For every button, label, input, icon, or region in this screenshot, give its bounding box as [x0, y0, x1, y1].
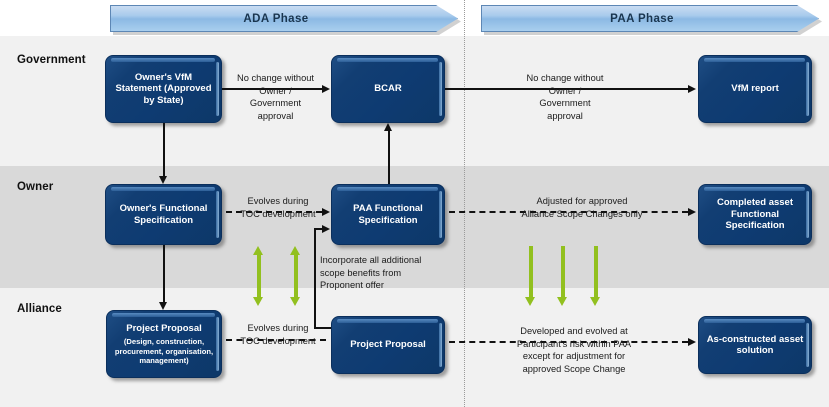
connector-own-func-to-proj-left — [163, 245, 165, 302]
node-title: Owner's Functional Specification — [112, 203, 215, 226]
arrowhead-own-func-to-proj-left — [159, 302, 167, 310]
arrowhead-paa-func-to-bcar — [384, 123, 392, 131]
ada-phase-banner[interactable]: ADA Phase — [110, 5, 458, 32]
green-arrowhead-down — [557, 297, 567, 306]
paa-phase-banner[interactable]: PAA Phase — [481, 5, 819, 32]
green-arrowhead-down — [590, 297, 600, 306]
edge-label-no-change-ada: No change without Owner / Government app… — [228, 72, 323, 122]
ada-phase-label: ADA Phase — [243, 13, 308, 25]
lane-label-government: Government — [17, 54, 86, 66]
green-arrow-stem — [257, 255, 261, 297]
green-arrowhead-up — [253, 246, 263, 255]
arrowhead-incorporate — [322, 225, 330, 233]
node-subtitle: (Design, construction, procurement, orga… — [113, 337, 215, 365]
node-vfm-report[interactable]: VfM report — [698, 55, 812, 123]
edge-label-evolves-alliance: Evolves during TOC development — [228, 322, 328, 347]
node-title: VfM report — [731, 83, 779, 95]
node-title: Owner's VfM Statement (Approved by State… — [112, 72, 215, 107]
node-project-proposal-paa[interactable]: Project Proposal — [331, 316, 445, 374]
green-arrowhead-down — [253, 297, 263, 306]
node-as-constructed-asset-solution[interactable]: As-constructed asset solution — [698, 316, 812, 374]
node-title: Project Proposal — [350, 339, 426, 351]
node-completed-asset-functional-specification[interactable]: Completed asset Functional Specification — [698, 184, 812, 245]
arrowhead-proj-right-to-asconstructed — [688, 338, 696, 346]
green-arrowhead-up — [290, 246, 300, 255]
node-title: Completed asset Functional Specification — [705, 197, 805, 232]
edge-label-no-change-paa: No change without Owner / Government app… — [510, 72, 620, 122]
connector-paa-func-to-bcar — [388, 131, 390, 184]
node-owners-vfm-statement[interactable]: Owner's VfM Statement (Approved by State… — [105, 55, 222, 123]
paa-phase-label: PAA Phase — [610, 13, 674, 25]
arrowhead-paa-func-to-completed — [688, 208, 696, 216]
node-title: BCAR — [374, 83, 401, 95]
green-down-arrow-2 — [557, 246, 568, 306]
green-arrow-stem — [561, 246, 565, 297]
connector-incorporate-vertical — [314, 228, 316, 328]
edge-label-incorporate: Incorporate all additional scope benefit… — [320, 254, 460, 292]
green-arrowhead-down — [290, 297, 300, 306]
green-arrowhead-down — [525, 297, 535, 306]
lane-label-owner: Owner — [17, 181, 53, 193]
lane-label-alliance: Alliance — [17, 303, 62, 315]
green-arrow-stem — [594, 246, 598, 297]
green-down-arrow-1 — [525, 246, 536, 306]
node-bcar[interactable]: BCAR — [331, 55, 445, 123]
node-title: As-constructed asset solution — [705, 334, 805, 357]
edge-label-evolves-owner: Evolves during TOC development — [228, 195, 328, 220]
node-project-proposal-ada[interactable]: Project Proposal (Design, construction, … — [106, 310, 222, 378]
green-down-arrow-3 — [590, 246, 601, 306]
node-title: Project Proposal — [126, 323, 202, 335]
green-arrow-stem — [294, 255, 298, 297]
phase-divider — [464, 0, 465, 407]
green-double-arrow-1 — [253, 246, 264, 306]
node-title: PAA Functional Specification — [338, 203, 438, 226]
green-arrow-stem — [529, 246, 533, 297]
green-double-arrow-2 — [290, 246, 301, 306]
edge-label-adjusted-owner: Adjusted for approved Alliance Scope Cha… — [492, 195, 672, 220]
edge-label-developed-alliance: Developed and evolved at Participant's r… — [494, 325, 654, 375]
node-paa-functional-specification[interactable]: PAA Functional Specification — [331, 184, 445, 245]
arrowhead-bcar-to-vfm-report — [688, 85, 696, 93]
node-owners-functional-specification[interactable]: Owner's Functional Specification — [105, 184, 222, 245]
connector-vfm-to-own-func — [163, 123, 165, 176]
arrowhead-vfm-to-own-func — [159, 176, 167, 184]
arrowhead-vfm-to-bcar — [322, 85, 330, 93]
